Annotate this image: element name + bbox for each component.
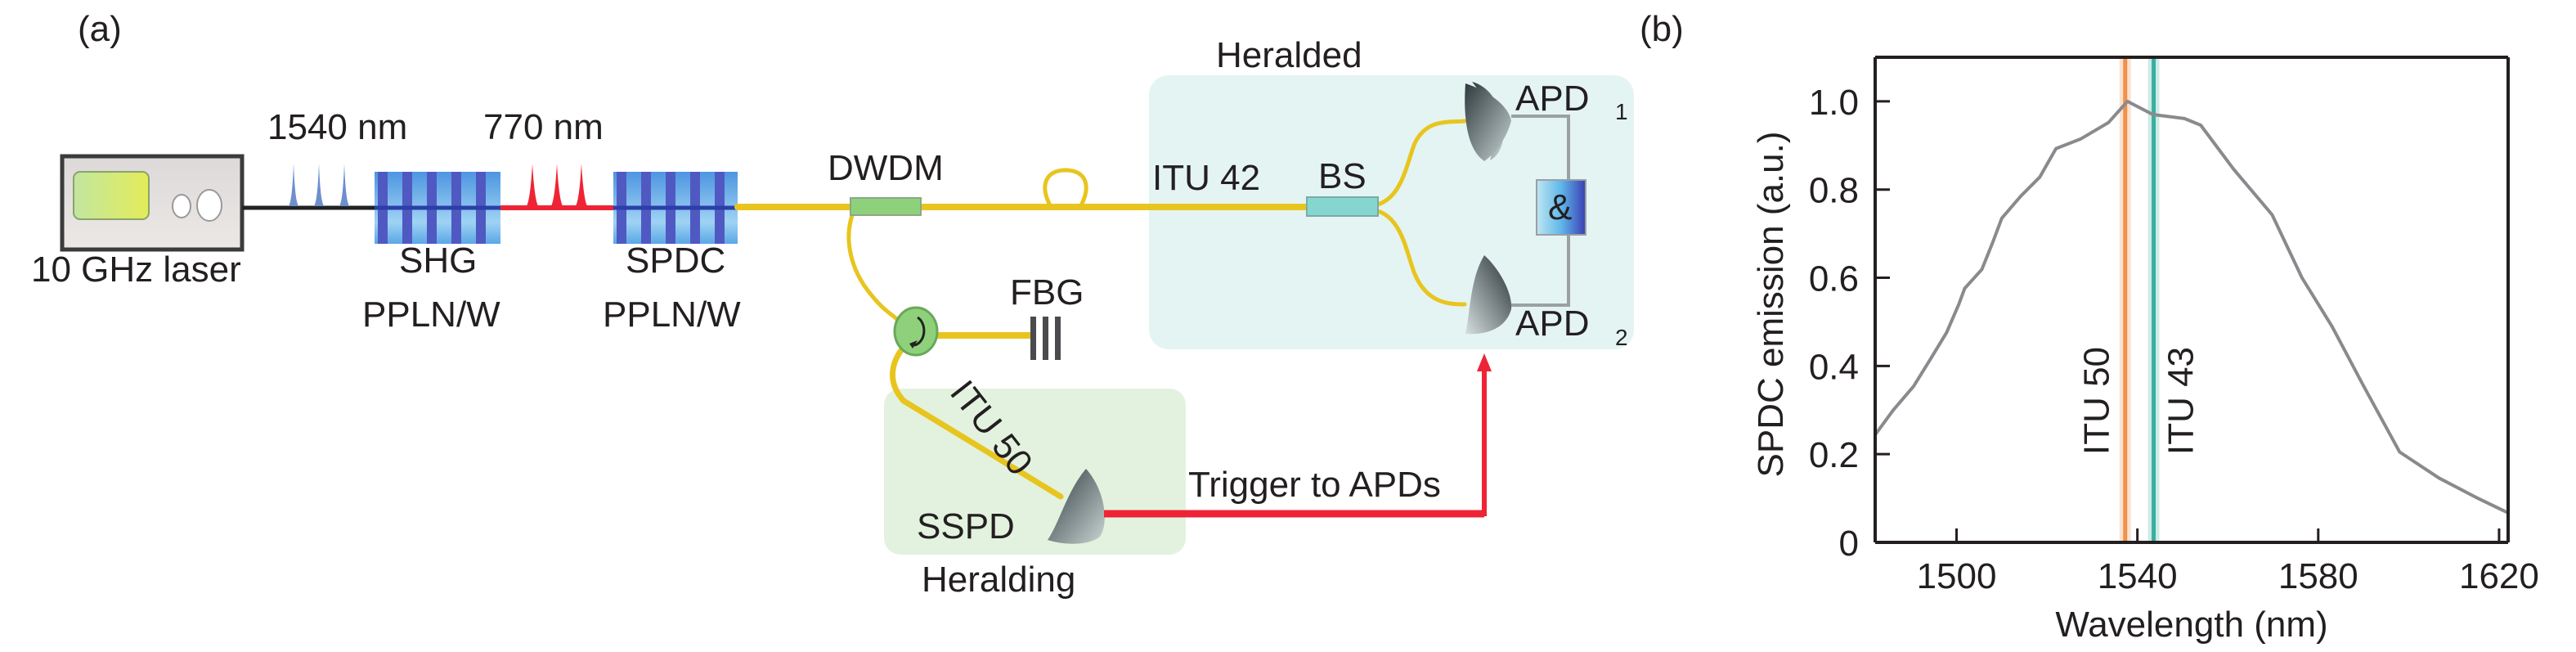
circulator-icon [893, 306, 939, 357]
y-tick-label: 1.0 [1809, 83, 1859, 123]
annotation-label: ITU 50 [2077, 347, 2117, 455]
panel-a-label: (a) [78, 9, 122, 49]
main-fiber [734, 119, 1467, 500]
dwdm-label: DWDM [828, 148, 944, 188]
trigger-line [1104, 353, 1492, 518]
spdc-label: SPDC [626, 241, 725, 281]
pulse-train-1540-icon [288, 164, 350, 206]
fbg-icon [1030, 317, 1061, 360]
heralding-label: Heralding [922, 560, 1075, 600]
y-tick-label: 0.8 [1809, 171, 1859, 211]
pulse-label-1540: 1540 nm [267, 107, 407, 147]
x-tick-label: 1580 [2278, 556, 2358, 596]
apd1-subscript: 1 [1615, 99, 1628, 124]
spdc-emission-chart: 1500 1540 1580 1620 0 0.2 0.4 0.6 0.8 1.0Waveleng… [1751, 56, 2539, 645]
sspd-detector-icon [1048, 469, 1105, 544]
beam-splitter-icon [1306, 196, 1379, 217]
coincidence-wiring [1511, 115, 1570, 307]
annotation-label: ITU 43 [2161, 347, 2201, 455]
x-axis-title: Wavelength (nm) [2055, 605, 2327, 645]
laser-label: 10 GHz laser [31, 250, 241, 290]
heralded-region [1149, 75, 1634, 349]
apd2-detector-icon [1465, 255, 1512, 335]
panel-a: (a) Heralded Heralding 10 GHz laser 1540… [31, 9, 1634, 600]
shg-label: SHG [399, 241, 477, 281]
spdc-ppln-icon [613, 172, 738, 244]
y-tick-label: 0.4 [1809, 347, 1859, 387]
y-tick-label: 0.2 [1809, 435, 1859, 475]
shg-sublabel: PPLN/W [362, 295, 500, 335]
laser-icon [60, 154, 245, 252]
and-gate-label: & [1548, 187, 1572, 227]
x-tick-label: 1620 [2459, 556, 2539, 596]
dwdm-icon [850, 197, 922, 216]
x-tick-label: 1500 [1917, 556, 1997, 596]
and-gate-icon [1536, 179, 1586, 236]
heralded-label: Heralded [1216, 35, 1362, 75]
apd2-subscript: 2 [1615, 325, 1628, 350]
x-tick-label: 1540 [2098, 556, 2178, 596]
y-axis-title: SPDC emission (a.u.) [1751, 131, 1791, 477]
arrow-up-icon [1477, 353, 1492, 371]
panel-b-label: (b) [1640, 9, 1684, 49]
apd1-detector-icon [1465, 82, 1511, 161]
fbg-label: FBG [1010, 272, 1084, 313]
apd2-label: APD [1515, 304, 1589, 344]
pulse-label-770: 770 nm [483, 107, 604, 147]
panel-b: (b) 1500 1540 1580 1620 0 0.2 0.4 0.6 0.8 1.0Wave… [1640, 9, 2539, 645]
pulse-train-770-icon [525, 164, 589, 208]
y-tick-label: 0 [1839, 524, 1859, 564]
trigger-label: Trigger to APDs [1188, 465, 1441, 505]
bs-label: BS [1318, 156, 1367, 196]
shg-ppln-icon [375, 172, 500, 244]
apd1-label: APD [1515, 79, 1589, 119]
sspd-label: SSPD [917, 506, 1015, 546]
spdc-sublabel: PPLN/W [603, 295, 741, 335]
y-tick-label: 0.6 [1809, 259, 1859, 299]
itu42-label: ITU 42 [1152, 158, 1260, 198]
